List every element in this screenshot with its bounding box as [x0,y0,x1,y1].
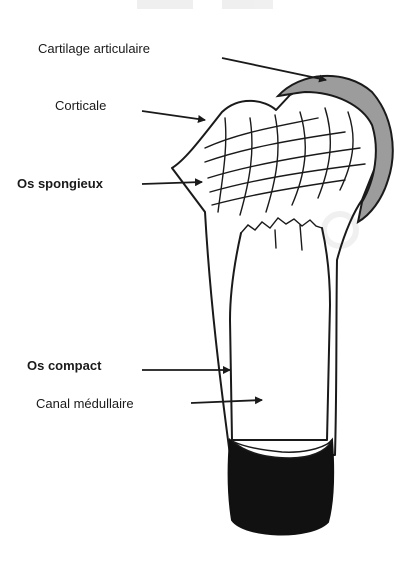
arrow-corticale [141,110,206,123]
bone-outline [171,80,380,456]
spongy-bone-lattice [204,107,366,251]
arrow-cartilage [221,57,327,83]
arrow-spongieux [141,178,203,187]
articular-cartilage [275,74,394,224]
spongy-border [240,217,323,234]
medullary-canal-outline [229,227,331,441]
label-compact: Os compact [27,358,102,373]
label-cartilage: Cartilage articulaire [38,41,150,56]
cut-section-rim [231,440,333,459]
arrow-canal [190,396,263,405]
label-corticale: Corticale [55,98,106,113]
label-canal: Canal médullaire [36,396,134,411]
label-spongieux: Os spongieux [17,176,104,191]
watermark [137,0,359,249]
